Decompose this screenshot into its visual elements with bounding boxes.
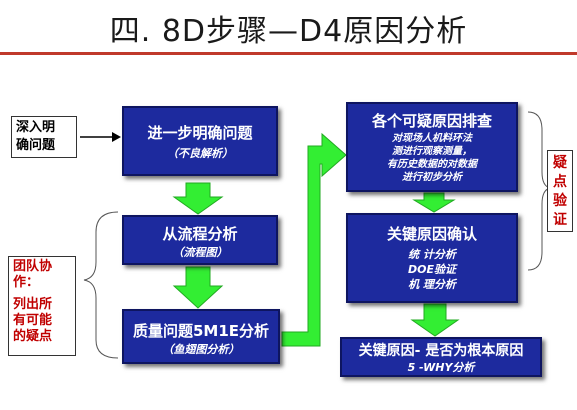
title-underline: [0, 52, 577, 55]
arrow-step5-step6: [410, 303, 460, 337]
step1-title: 进一步明确问题: [147, 124, 253, 142]
step4-detail-3: 有历史数据的对数据: [387, 159, 477, 170]
arrow-step3-step4: [281, 132, 347, 347]
step-confirm-key-cause: 关键原因确认 统 计分析 DOE验证 机 理分析: [346, 213, 518, 303]
step4-title: 各个可疑原因排查: [371, 112, 492, 130]
page-title: 四. 8D步骤—D4原因分析: [109, 14, 468, 49]
input-box: 深入明 确问题: [11, 116, 77, 158]
arrow-step2-step3: [172, 266, 224, 309]
step-process-analysis: 从流程分析 （流程图）: [122, 215, 278, 265]
step4-detail-2: 测进行观察测量，: [392, 146, 472, 157]
arrow-step1-step2: [172, 182, 224, 215]
verify-char-1: 疑: [553, 155, 567, 171]
step5-title: 关键原因确认: [386, 225, 477, 243]
step-investigate-causes: 各个可疑原因排查 对现场人机料环法 测进行观察测量， 有历史数据的对数据 进行初…: [346, 102, 518, 192]
team-body-line2: 有可能: [13, 313, 53, 328]
input-arrow: [80, 132, 121, 142]
step-root-cause: 关键原因- 是否为根本原因 5 -WHY分析: [340, 337, 542, 377]
step4-detail-1: 对现场人机料环法: [392, 133, 472, 144]
step3-subtitle: （鱼翅图分析）: [162, 343, 240, 356]
step5-detail-3: 机 理分析: [408, 278, 456, 291]
verify-char-4: 证: [553, 212, 567, 228]
step2-subtitle: （流程图）: [172, 246, 228, 259]
step5-detail-2: DOE验证: [408, 263, 456, 276]
team-body-line1: 列出所: [13, 297, 53, 312]
step5-detail-1: 统 计分析: [408, 248, 456, 261]
step-5m1e-analysis: 质量问题5M1E分析 （鱼翅图分析）: [122, 309, 280, 364]
arrow-step4-step5: [412, 192, 456, 213]
team-heading-line2: 作：: [13, 275, 40, 290]
step6-subtitle: 5 -WHY分析: [407, 361, 475, 374]
verify-box: 疑 点 验 证: [547, 150, 573, 232]
step4-detail-4: 进行初步分析: [402, 172, 462, 183]
team-box: 团队协 作： 列出所 有可能 的疑点: [8, 256, 76, 356]
step6-title: 关键原因- 是否为根本原因: [358, 343, 524, 359]
input-box-line2: 确问题: [16, 138, 56, 153]
verify-char-3: 验: [553, 193, 567, 209]
step2-title: 从流程分析: [162, 225, 238, 243]
input-box-line1: 深入明: [16, 120, 56, 135]
left-brace: [83, 211, 119, 359]
step1-subtitle: （不良解析）: [167, 147, 233, 160]
verify-char-2: 点: [553, 174, 567, 190]
step-clarify-problem: 进一步明确问题 （不良解析）: [122, 106, 278, 176]
team-heading-line1: 团队协: [13, 259, 53, 274]
step3-title: 质量问题5M1E分析: [132, 322, 270, 340]
team-body-line3: 的疑点: [13, 329, 53, 344]
